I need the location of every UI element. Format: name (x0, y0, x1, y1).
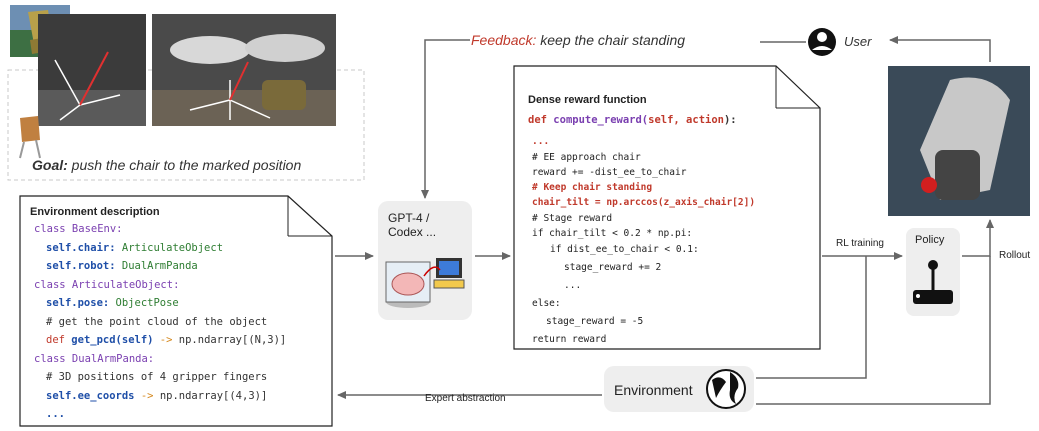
reward-code-line: ... (564, 280, 582, 291)
env-code-line: # get the point cloud of the object (46, 315, 268, 328)
reward-code-line: stage_reward = -5 (546, 316, 644, 327)
reward-code-line: if chair_tilt < 0.2 * np.pi: (532, 228, 693, 239)
goal-caption: Goal: push the chair to the marked posit… (32, 157, 301, 173)
reward-code-line: chair_tilt = np.arccos(z_axis_chair[2]) (532, 197, 756, 208)
globe-icon (706, 369, 746, 409)
environment-label: Environment (614, 382, 693, 398)
expert-abstraction-label: Expert abstraction (425, 393, 506, 404)
env-code-line: self.chair: ArticulateObject (46, 241, 224, 254)
reward-code-line: reward += -dist_ee_to_chair (532, 167, 687, 178)
reward-function-box (513, 65, 821, 350)
feedback-label: Feedback: (471, 32, 537, 48)
chair-icon (19, 116, 41, 159)
reward-code-line: # Stage reward (532, 213, 613, 224)
reward-code-line: if dist_ee_to_chair < 0.1: (550, 244, 699, 255)
env-code-line: self.ee_coords -> np.ndarray[(4,3)] (46, 389, 268, 402)
reward-title: Dense reward function (528, 94, 647, 106)
goal-text: push the chair to the marked position (71, 157, 302, 173)
goal-label: Goal: (32, 157, 68, 173)
reward-code-line: # EE approach chair (532, 152, 641, 163)
chair-scene-image (38, 14, 146, 126)
env-code-line: ... (46, 408, 65, 420)
feedback-caption: Feedback: keep the chair standing (471, 32, 685, 48)
rollout-robot-image (888, 66, 1030, 216)
env-code-line: self.robot: DualArmPanda (46, 260, 198, 272)
feedback-text: keep the chair standing (540, 32, 686, 48)
reward-code-line: return reward (532, 334, 607, 345)
brain-computer-icon (385, 258, 465, 308)
reward-code-line: ... (532, 136, 550, 147)
llm-label: GPT-4 / Codex ... (388, 211, 437, 239)
robot-scene-image (152, 14, 336, 126)
flow-arrows (335, 36, 994, 405)
rollout-label: Rollout (999, 250, 1031, 261)
policy-label: Policy (915, 234, 945, 246)
env-code-line: class ArticulateObject: (34, 278, 180, 291)
rl-training-label: RL training (836, 238, 884, 249)
env-description-box (19, 195, 333, 427)
env-description-title: Environment description (30, 206, 160, 218)
env-code-line: def get_pcd(self) -> np.ndarray[(N,3)] (46, 334, 287, 346)
user-icon (808, 28, 836, 56)
reward-code-line: def compute_reward(self, action): (528, 114, 737, 126)
user-label: User (844, 34, 872, 49)
reward-code-line: else: (532, 298, 561, 309)
env-code-line: self.pose: ObjectPose (46, 297, 179, 309)
joystick-icon (913, 260, 953, 304)
env-code-line: class BaseEnv: (34, 223, 123, 235)
reward-code-line: # Keep chair standing (532, 182, 653, 193)
reward-code-line: stage_reward += 2 (564, 262, 662, 273)
env-code-line: class DualArmPanda: (34, 352, 155, 365)
env-code-line: # 3D positions of 4 gripper fingers (46, 371, 268, 383)
